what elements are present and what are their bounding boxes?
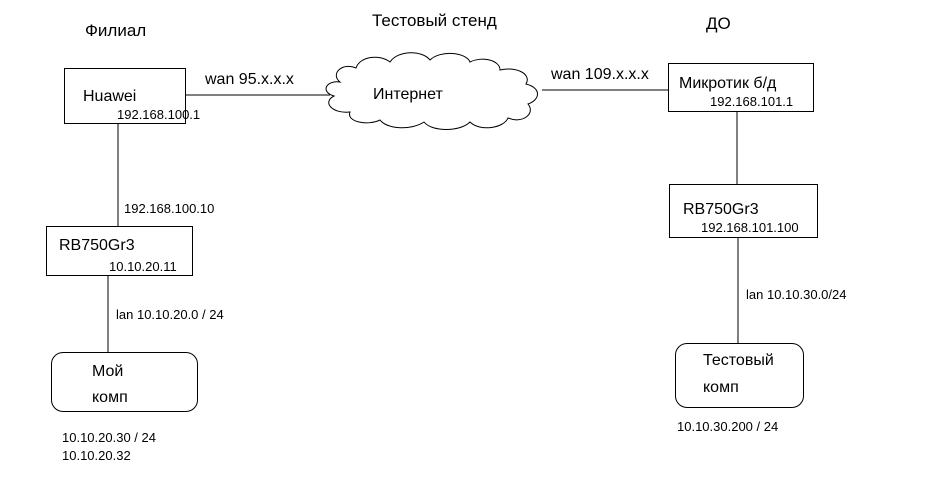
mikrotik-name: Микротик б/д <box>679 75 777 92</box>
huawei-ip: 192.168.100.1 <box>117 107 201 122</box>
internet-cloud-shape <box>325 52 538 130</box>
test-pc-line1: Тестовый <box>703 352 774 369</box>
wan-label-right: wan 109.x.x.x <box>551 66 649 83</box>
my-pc-line1: Мой <box>92 363 124 380</box>
rb-right-name: RB750Gr3 <box>683 201 759 218</box>
rb750-right: RB750Gr3 192.168.101.100 <box>669 184 818 238</box>
my-pc-ip-2: 10.10.20.32 <box>62 448 131 463</box>
uplink-ip-left: 192.168.100.10 <box>124 201 215 216</box>
my-pc-ip-1: 10.10.20.30 / 24 <box>62 430 156 445</box>
test-pc-line2: комп <box>703 379 739 396</box>
lan-label-right: lan 10.10.30.0/24 <box>746 287 847 302</box>
site-label-branch: Филиал <box>85 21 147 40</box>
lan-label-left: lan 10.10.20.0 / 24 <box>116 307 224 322</box>
wan-label-left: wan 95.x.x.x <box>205 71 294 88</box>
my-pc-line2: комп <box>92 389 128 406</box>
test-pc-ip: 10.10.30.200 / 24 <box>677 419 779 434</box>
internet-label: Интернет <box>373 86 443 103</box>
huawei-router: Huawei 192.168.100.1 <box>64 68 200 124</box>
rb-left-ip: 10.10.20.11 <box>109 259 177 274</box>
my-pc: Мой комп <box>51 352 198 412</box>
test-pc: Тестовый комп <box>675 343 804 408</box>
huawei-name: Huawei <box>83 88 137 105</box>
diagram-title: Тестовый стенд <box>372 11 497 30</box>
site-label-ho: ДО <box>706 14 731 33</box>
rb-right-ip: 192.168.101.100 <box>701 220 799 235</box>
mikrotik-ip: 192.168.101.1 <box>710 94 794 109</box>
rb750-left: RB750Gr3 10.10.20.11 <box>46 226 193 276</box>
mikrotik-router: Микротик б/д 192.168.101.1 <box>668 63 814 112</box>
rb-left-name: RB750Gr3 <box>59 237 135 254</box>
